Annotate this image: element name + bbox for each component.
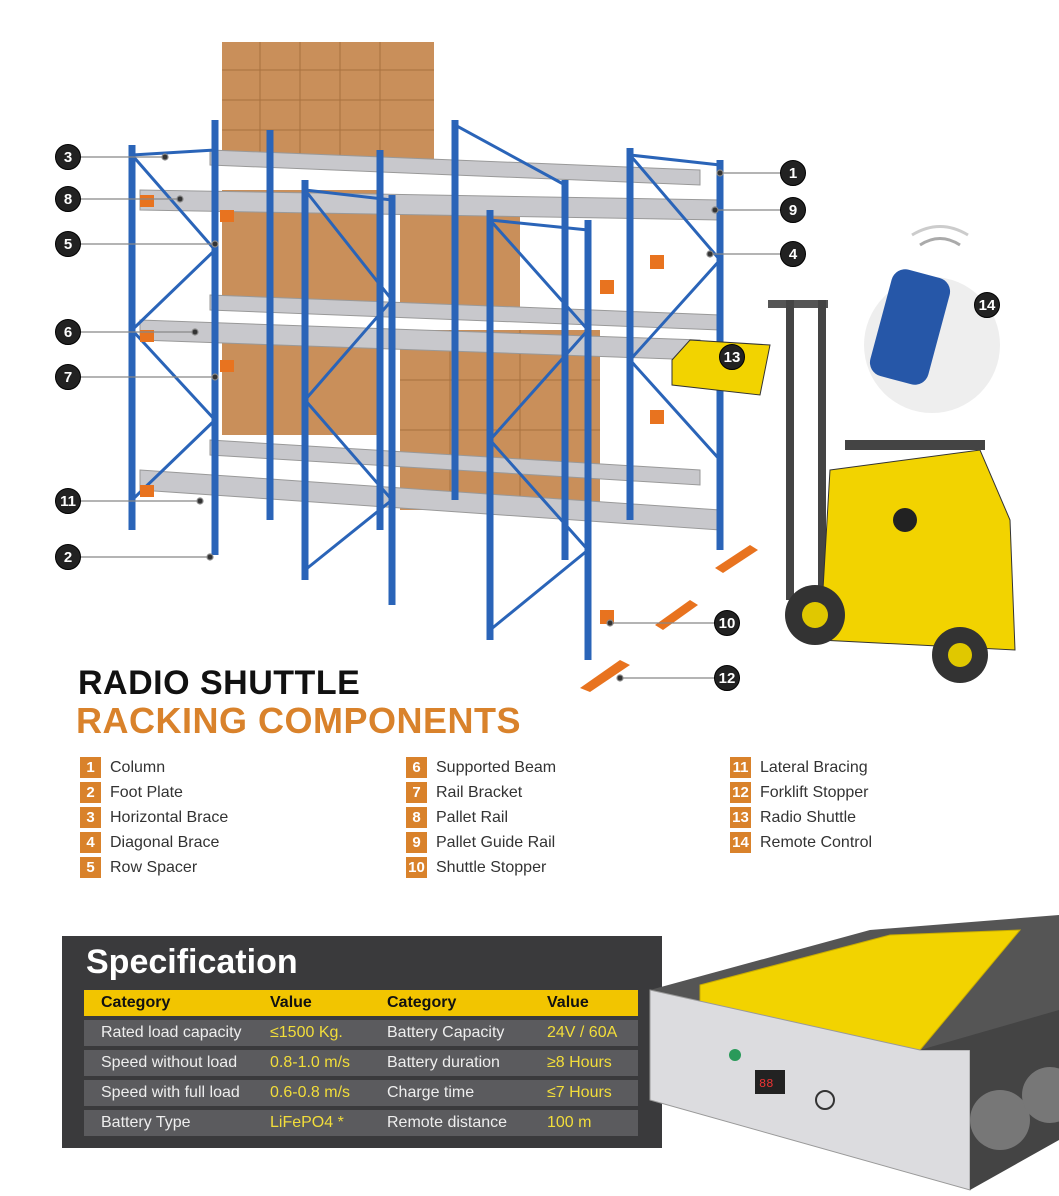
racking-illustration bbox=[80, 42, 1016, 692]
legend-number: 10 bbox=[406, 857, 427, 878]
spec-category: Rated load capacity bbox=[101, 1024, 242, 1041]
callout-9: 9 bbox=[780, 197, 806, 223]
spec-value: 100 m bbox=[547, 1114, 592, 1131]
legend-number: 13 bbox=[730, 807, 751, 828]
callout-5: 5 bbox=[55, 231, 81, 257]
legend-item: 8 Pallet Rail bbox=[406, 805, 556, 830]
callout-14: 14 bbox=[974, 292, 1000, 318]
legend-column-2: 6 Supported Beam 7 Rail Bracket 8 Pallet Ra… bbox=[406, 755, 556, 880]
callout-lines bbox=[80, 153, 781, 682]
legend-number: 14 bbox=[730, 832, 751, 853]
svg-text:88: 88 bbox=[759, 1077, 773, 1091]
callout-2: 2 bbox=[55, 544, 81, 570]
spec-value: ≤1500 Kg. bbox=[270, 1024, 343, 1041]
display-panel bbox=[755, 1070, 785, 1094]
legend-number: 9 bbox=[406, 832, 427, 853]
legend-label: Supported Beam bbox=[436, 758, 557, 776]
callout-11: 11 bbox=[55, 488, 81, 514]
forklift bbox=[768, 300, 1016, 683]
spec-row: Rated load capacity ≤1500 Kg. Battery Ca… bbox=[84, 1020, 638, 1046]
legend-label: Row Spacer bbox=[110, 858, 198, 876]
callout-7: 7 bbox=[55, 364, 81, 390]
callout-12: 12 bbox=[714, 665, 740, 691]
header-value: Value bbox=[547, 994, 589, 1011]
title-line-2: RACKING COMPONENTS bbox=[76, 700, 522, 741]
legend-item: 11 Lateral Bracing bbox=[730, 755, 872, 780]
spec-value: ≥8 Hours bbox=[547, 1054, 612, 1071]
spec-value: ≤7 Hours bbox=[547, 1084, 612, 1101]
spec-category: Battery Type bbox=[101, 1114, 191, 1131]
callout-8: 8 bbox=[55, 186, 81, 212]
legend-number: 5 bbox=[80, 857, 101, 878]
legend-label: Radio Shuttle bbox=[760, 808, 857, 826]
legend-label: Horizontal Brace bbox=[110, 808, 229, 826]
legend-item: 1 Column bbox=[80, 755, 228, 780]
callout-1: 1 bbox=[780, 160, 806, 186]
legend-item: 12 Forklift Stopper bbox=[730, 780, 872, 805]
spec-category: Battery duration bbox=[387, 1054, 500, 1071]
legend-item: 4 Diagonal Brace bbox=[80, 830, 228, 855]
spec-value: LiFePO4 * bbox=[270, 1114, 344, 1131]
legend-number: 4 bbox=[80, 832, 101, 853]
legend-number: 6 bbox=[406, 757, 427, 778]
legend-label: Remote Control bbox=[760, 833, 873, 851]
legend-number: 1 bbox=[80, 757, 101, 778]
legend-item: 9 Pallet Guide Rail bbox=[406, 830, 556, 855]
callout-10: 10 bbox=[714, 610, 740, 636]
legend-number: 2 bbox=[80, 782, 101, 803]
header-value: Value bbox=[270, 994, 312, 1011]
callout-13: 13 bbox=[719, 344, 745, 370]
spec-row: Speed without load 0.8-1.0 m/s Battery d… bbox=[84, 1050, 638, 1076]
legend-label: Diagonal Brace bbox=[110, 833, 220, 851]
legend-label: Rail Bracket bbox=[436, 783, 523, 801]
spec-header-row: Category Value Category Value bbox=[84, 990, 638, 1016]
radio-shuttle-product-image: 88 bbox=[649, 915, 1059, 1191]
remote-control-inset bbox=[864, 225, 1000, 413]
legend-label: Forklift Stopper bbox=[760, 783, 869, 801]
title-line-1: RADIO SHUTTLE bbox=[78, 664, 361, 702]
legend-number: 3 bbox=[80, 807, 101, 828]
legend-label: Pallet Guide Rail bbox=[436, 833, 556, 851]
legend-item: 5 Row Spacer bbox=[80, 855, 228, 880]
pallet-boxes bbox=[222, 42, 600, 510]
legend-item: 3 Horizontal Brace bbox=[80, 805, 228, 830]
legend-item: 6 Supported Beam bbox=[406, 755, 556, 780]
legend-number: 12 bbox=[730, 782, 751, 803]
legend-number: 11 bbox=[730, 757, 751, 778]
legend-number: 8 bbox=[406, 807, 427, 828]
spec-category: Speed without load bbox=[101, 1054, 238, 1071]
spec-category: Speed with full load bbox=[101, 1084, 240, 1101]
spec-value: 0.8-1.0 m/s bbox=[270, 1054, 351, 1071]
legend-number: 7 bbox=[406, 782, 427, 803]
radio-shuttle-on-forklift bbox=[671, 339, 771, 396]
callout-3: 3 bbox=[55, 144, 81, 170]
spec-value: 0.6-0.8 m/s bbox=[270, 1084, 351, 1101]
legend-label: Column bbox=[110, 758, 166, 776]
legend-item: 7 Rail Bracket bbox=[406, 780, 556, 805]
spec-category: Charge time bbox=[387, 1084, 475, 1101]
legend-item: 13 Radio Shuttle bbox=[730, 805, 872, 830]
spec-category: Battery Capacity bbox=[387, 1024, 505, 1041]
specification-title: Specification bbox=[86, 943, 298, 981]
header-category: Category bbox=[387, 994, 457, 1011]
legend-item: 10 Shuttle Stopper bbox=[406, 855, 556, 880]
header-category: Category bbox=[101, 994, 171, 1011]
legend-label: Shuttle Stopper bbox=[436, 858, 547, 876]
spec-row: Battery Type LiFePO4 * Remote distance 1… bbox=[84, 1110, 638, 1136]
columns bbox=[128, 120, 724, 660]
legend-label: Lateral Bracing bbox=[760, 758, 868, 776]
callout-4: 4 bbox=[780, 241, 806, 267]
legend-label: Foot Plate bbox=[110, 783, 183, 801]
callout-6: 6 bbox=[55, 319, 81, 345]
legend-item: 2 Foot Plate bbox=[80, 780, 228, 805]
spec-value: 24V / 60A bbox=[547, 1024, 618, 1041]
spec-row: Speed with full load 0.6-0.8 m/s Charge … bbox=[84, 1080, 638, 1106]
spec-category: Remote distance bbox=[387, 1114, 508, 1131]
legend-label: Pallet Rail bbox=[436, 808, 509, 826]
legend-item: 14 Remote Control bbox=[730, 830, 872, 855]
